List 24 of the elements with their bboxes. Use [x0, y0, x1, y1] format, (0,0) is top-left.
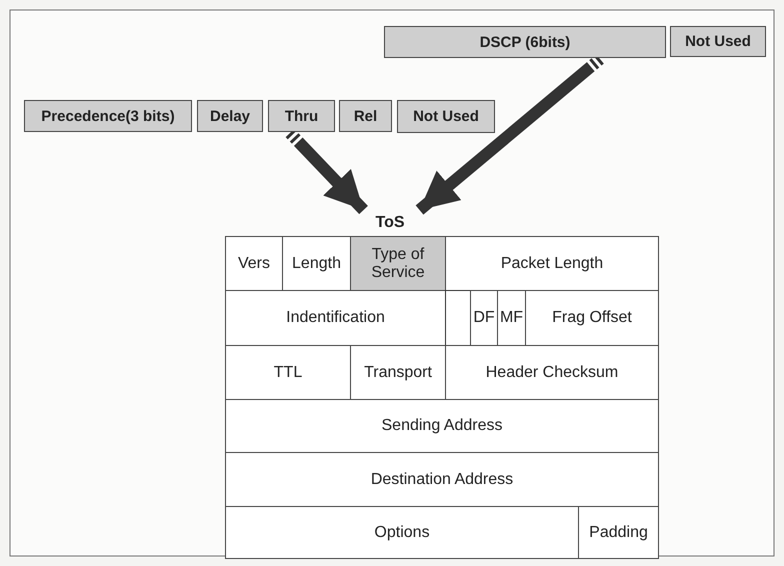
header-field-cell: Indentification — [225, 290, 446, 346]
header-field-cell: Header Checksum — [445, 345, 659, 400]
header-field-cell: Vers — [225, 236, 283, 291]
empty-field-cell — [445, 290, 471, 346]
bit-field-box: Not Used — [670, 26, 766, 57]
header-field-cell: Options — [225, 506, 579, 559]
bit-field-box: Precedence(3 bits) — [24, 100, 192, 132]
header-field-cell: Type of Service — [350, 236, 446, 291]
header-field-cell: MF — [497, 290, 526, 346]
bit-field-box: Not Used — [397, 100, 495, 133]
header-field-cell: Frag Offset — [525, 290, 659, 346]
header-field-cell: Sending Address — [225, 399, 659, 453]
header-field-cell: Padding — [578, 506, 659, 559]
bit-field-box: Rel — [339, 100, 392, 132]
header-field-cell: TTL — [225, 345, 351, 400]
bit-field-box: Thru — [268, 100, 335, 132]
header-field-cell: Destination Address — [225, 452, 659, 507]
header-field-cell: Transport — [350, 345, 446, 400]
header-field-cell: Length — [282, 236, 351, 291]
header-field-cell: Packet Length — [445, 236, 659, 291]
header-field-cell: DF — [470, 290, 498, 346]
bit-field-box: Delay — [197, 100, 263, 132]
bit-field-box: DSCP (6bits) — [384, 26, 666, 58]
tos-heading: ToS — [370, 212, 410, 234]
